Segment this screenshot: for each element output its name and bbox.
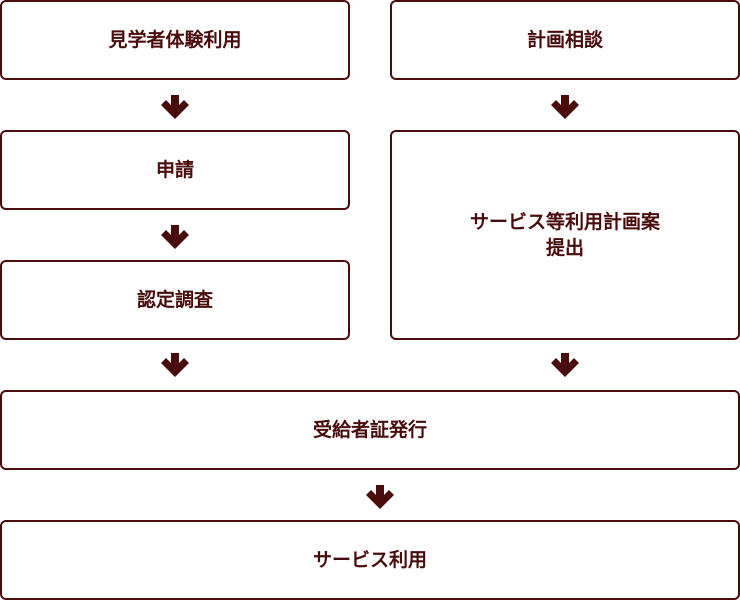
step-label: サービス等利用計画案	[469, 211, 660, 233]
step-label: 見学者体験利用	[108, 29, 242, 51]
arrow-down-icon	[551, 95, 579, 119]
arrow-down-icon	[161, 95, 189, 119]
step-label: サービス利用	[312, 549, 427, 571]
step-label: 計画相談	[526, 29, 603, 51]
arrow-down-icon	[366, 485, 394, 509]
arrow-down-icon	[161, 225, 189, 249]
step-label: 受給者証発行	[312, 419, 427, 441]
step-assess: 認定調査	[0, 260, 350, 340]
arrow-down-icon	[161, 353, 189, 377]
step-plan-submit: サービス等利用計画案 提出	[390, 130, 740, 340]
step-visit: 見学者体験利用	[0, 0, 350, 80]
step-label: 認定調査	[136, 289, 213, 311]
step-apply: 申請	[0, 130, 350, 210]
arrow-down-icon	[551, 353, 579, 377]
step-issue: 受給者証発行	[0, 390, 740, 470]
step-label: 申請	[155, 159, 194, 181]
step-use: サービス利用	[0, 520, 740, 600]
step-consult: 計画相談	[390, 0, 740, 80]
step-label: 提出	[545, 237, 584, 259]
